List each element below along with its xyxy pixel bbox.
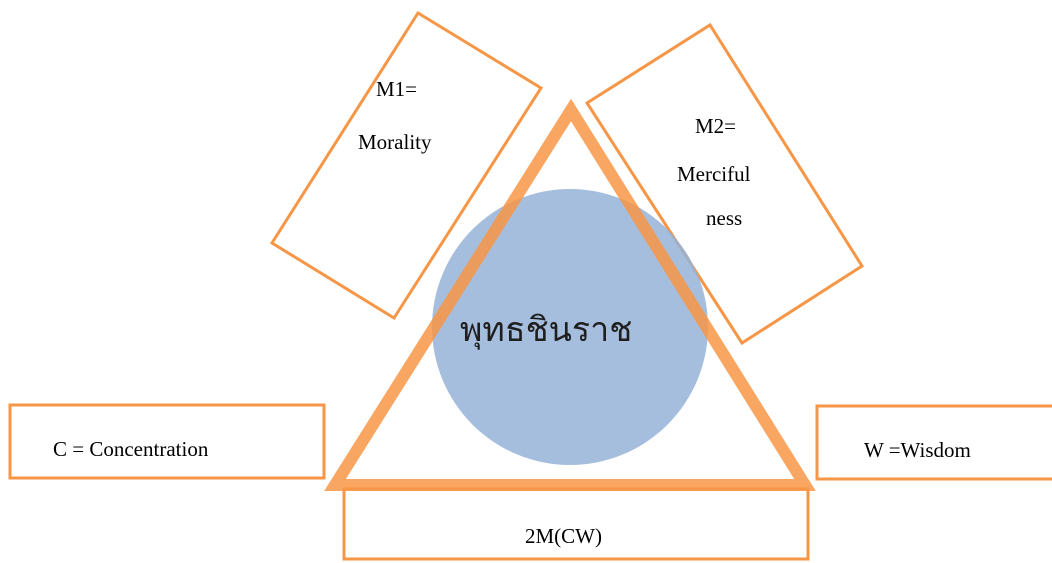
m2-label-line2: Merciful	[677, 162, 751, 186]
center-label: พุทธชินราช	[460, 312, 633, 349]
triangle	[324, 98, 816, 491]
bottom-2m-cw-box	[342, 487, 810, 561]
m1-morality-box	[269, 10, 544, 321]
wisdom-box	[815, 404, 1052, 481]
concentration-label: C = Concentration	[53, 437, 209, 461]
concentration-box	[8, 403, 326, 480]
m2-label-line3: ness	[706, 206, 743, 230]
bottom-label: 2M(CW)	[525, 524, 602, 548]
m2-label-line1: M2=	[695, 114, 737, 138]
m1-label-line2: Morality	[358, 130, 432, 154]
center-circle	[432, 189, 708, 465]
wisdom-label: W =Wisdom	[864, 438, 971, 462]
m1-label-line1: M1=	[376, 77, 418, 101]
